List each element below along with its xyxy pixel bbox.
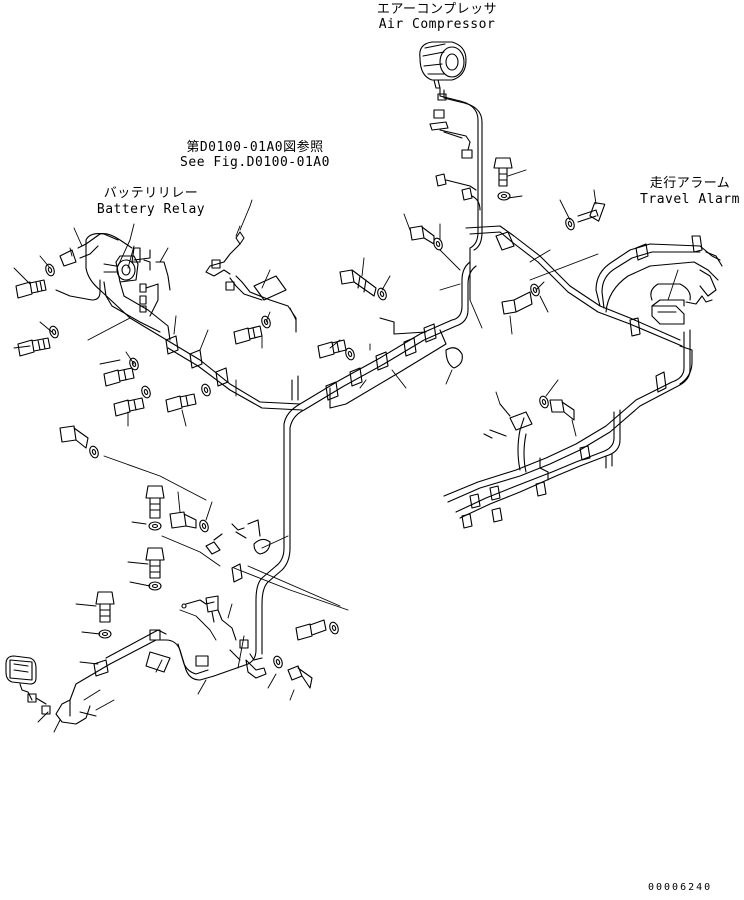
travel-alarm-label-en: Travel Alarm xyxy=(640,192,740,207)
leader-lines xyxy=(14,170,678,732)
drawing-number: 00006240 xyxy=(648,882,713,893)
travel-alarm-harness xyxy=(444,236,722,528)
work-lamp-part xyxy=(6,656,50,714)
see-fig-label-jp: 第D0100-01A0図参照 xyxy=(186,140,324,155)
battery-relay-label-jp: バッテリリレー xyxy=(103,186,199,201)
air-compressor-label-jp: エアーコンプレッサ xyxy=(376,2,498,17)
washers xyxy=(44,192,576,669)
air-compressor-part xyxy=(420,42,466,88)
harness-clamps xyxy=(166,318,462,408)
main-harness xyxy=(86,234,476,676)
compressor-harness xyxy=(430,88,682,346)
air-compressor-label-en: Air Compressor xyxy=(378,17,496,32)
travel-alarm-label-jp: 走行アラーム xyxy=(649,176,731,191)
fig-reference-part xyxy=(206,232,296,332)
lower-harness xyxy=(56,520,270,724)
travel-alarm-part xyxy=(651,284,712,324)
relay-harness xyxy=(56,234,170,340)
battery-relay-label-en: Battery Relay xyxy=(96,202,206,217)
see-fig-label-en: See Fig.D0100-01A0 xyxy=(180,155,330,170)
